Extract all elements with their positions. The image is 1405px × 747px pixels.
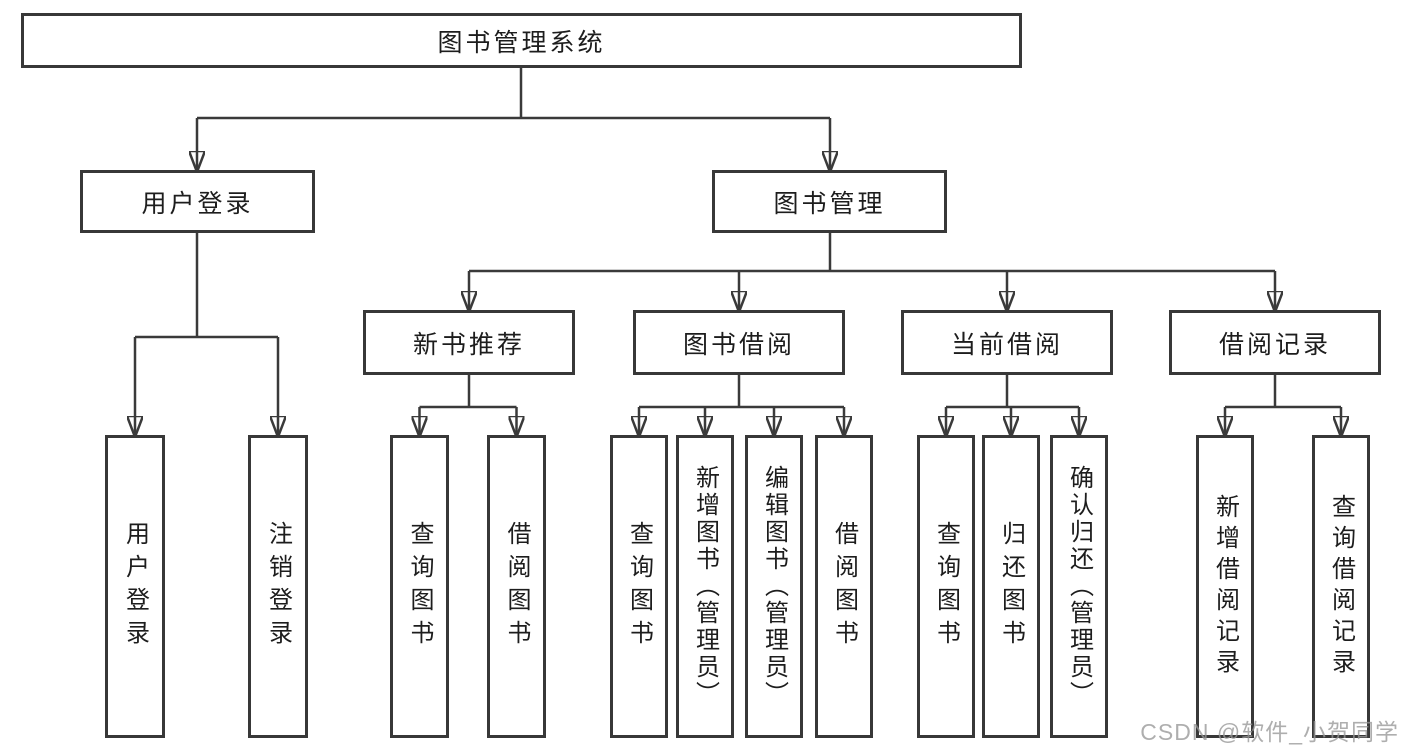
node-book-borrowing: 图书借阅 — [633, 310, 845, 375]
leaf-logout-label: 注销登录 — [264, 520, 292, 653]
leaf-edit-books-admin: 编辑图书（管理员） — [745, 435, 803, 738]
leaf-borrow-books-label: 借阅图书 — [830, 520, 858, 653]
node-book-management-label: 图书管理 — [773, 189, 886, 218]
leaf-add-borrow-record-label: 新增借阅记录 — [1211, 493, 1239, 680]
leaf-query-books-current-label: 查询图书 — [932, 520, 960, 653]
leaf-add-borrow-record: 新增借阅记录 — [1196, 435, 1254, 738]
node-book-management: 图书管理 — [712, 170, 947, 233]
leaf-add-books-admin: 新增图书（管理员） — [676, 435, 734, 738]
leaf-query-books-borrow-label: 查询图书 — [625, 520, 653, 653]
leaf-user-login: 用户登录 — [105, 435, 165, 738]
node-user-login: 用户登录 — [80, 170, 315, 233]
leaf-query-books-recommend-label: 查询图书 — [406, 520, 433, 653]
watermark-csdn: CSDN @软件_小贺同学 — [1140, 719, 1399, 745]
node-user-login-label: 用户登录 — [141, 189, 254, 218]
node-current-borrowing: 当前借阅 — [901, 310, 1113, 375]
node-current-borrowing-label: 当前借阅 — [950, 330, 1063, 359]
node-library-system-label: 图书管理系统 — [437, 28, 606, 57]
node-new-book-recommend: 新书推荐 — [363, 310, 575, 375]
node-borrow-records-label: 借阅记录 — [1218, 330, 1331, 359]
node-borrow-records: 借阅记录 — [1169, 310, 1381, 375]
leaf-return-books-label: 归还图书 — [997, 520, 1025, 653]
node-library-system: 图书管理系统 — [21, 13, 1022, 68]
node-new-book-recommend-label: 新书推荐 — [412, 330, 525, 359]
leaf-edit-books-admin-label: 编辑图书（管理员） — [760, 465, 788, 708]
leaf-query-books-current: 查询图书 — [917, 435, 975, 738]
leaf-borrow-books: 借阅图书 — [815, 435, 873, 738]
leaf-add-books-admin-label: 新增图书（管理员） — [691, 465, 719, 708]
leaf-confirm-return-admin: 确认归还（管理员） — [1050, 435, 1108, 738]
leaf-query-books-borrow: 查询图书 — [610, 435, 668, 738]
leaf-user-login-label: 用户登录 — [121, 520, 149, 653]
leaf-borrow-books-recommend-label: 借阅图书 — [503, 520, 530, 653]
leaf-query-books-recommend: 查询图书 — [390, 435, 449, 738]
leaf-borrow-books-recommend: 借阅图书 — [487, 435, 546, 738]
leaf-confirm-return-admin-label: 确认归还（管理员） — [1065, 465, 1093, 708]
leaf-logout: 注销登录 — [248, 435, 308, 738]
node-book-borrowing-label: 图书借阅 — [682, 330, 795, 359]
leaf-query-borrow-record-label: 查询借阅记录 — [1327, 493, 1355, 680]
leaf-return-books: 归还图书 — [982, 435, 1040, 738]
leaf-query-borrow-record: 查询借阅记录 — [1312, 435, 1370, 738]
